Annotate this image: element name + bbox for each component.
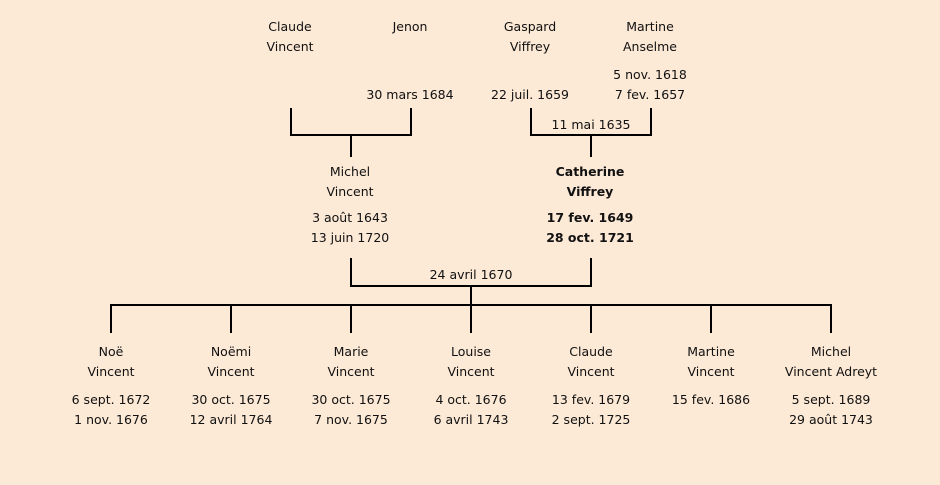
last-name: Anselme [622,39,678,54]
date: 6 avril 1743 [433,412,509,427]
person-grandparents[interactable]: Jenon 30 mars 1684 [350,17,470,105]
connector-line [290,108,292,136]
date: 2 sept. 1725 [551,412,631,427]
date: 30 oct. 1675 [311,392,391,407]
life-dates: 30 oct. 1675 12 avril 1764 [171,390,291,430]
connector-line [470,285,472,306]
last-name: Vincent [266,39,314,54]
last-name: Vincent [567,364,615,379]
last-name: Vincent [207,364,255,379]
connector-line [830,304,832,333]
life-dates: 17 fev. 1649 28 oct. 1721 [530,208,650,248]
connector-line [650,108,652,136]
connector-line [590,304,592,333]
first-name: Claude [569,344,613,359]
last-name: Viffrey [509,39,551,54]
life-dates: 30 oct. 1675 7 nov. 1675 [291,390,411,430]
life-dates: 3 août 1643 13 juin 1720 [290,208,410,248]
last-name: Vincent [687,364,735,379]
last-name: Vincent Adreyt [784,364,878,379]
date: 29 août 1743 [789,412,873,427]
date: 1 nov. 1676 [74,412,148,427]
date: 3 août 1643 [312,210,388,225]
life-dates: 5 sept. 1689 29 août 1743 [771,390,891,430]
last-name: Viffrey [566,184,614,199]
life-dates: 22 juil. 1659 [470,85,590,105]
date: 30 oct. 1675 [191,392,271,407]
date: 5 sept. 1689 [791,392,871,407]
date: 13 juin 1720 [310,230,390,245]
connector-line [410,108,412,136]
connector-line [530,108,532,136]
life-dates: 6 sept. 1672 1 nov. 1676 [51,390,171,430]
life-dates: 4 oct. 1676 6 avril 1743 [411,390,531,430]
date: 5 nov. 1618 [613,67,687,82]
connector-line [350,134,352,157]
life-dates: 5 nov. 1618 7 fev. 1657 [590,65,710,105]
connector-line [710,304,712,333]
first-name: Michel [810,344,852,359]
life-dates: 13 fev. 1679 2 sept. 1725 [531,390,651,430]
marriage-date: 24 avril 1670 [429,267,513,282]
date: 15 fev. 1686 [671,392,751,407]
connector-line [350,304,352,333]
connector-line [350,258,352,287]
date: 7 nov. 1675 [314,412,388,427]
first-name: Noëmi [210,344,252,359]
connector-line [230,304,232,333]
connector-line [590,134,592,157]
first-name: Noë [98,344,124,359]
life-dates: 30 mars 1684 [350,85,470,105]
last-name [350,37,470,57]
date: 30 mars 1684 [366,87,454,102]
connector-line [470,304,472,333]
first-name: Martine [626,19,674,34]
first-name: Claude [268,19,312,34]
last-name: Vincent [326,184,374,199]
date: 4 oct. 1676 [435,392,507,407]
date: 17 fev. 1649 [546,210,634,225]
date: 7 fev. 1657 [614,87,686,102]
date: 12 avril 1764 [189,412,273,427]
last-name: Vincent [447,364,495,379]
date: 28 oct. 1721 [546,230,634,245]
connector-line [590,258,592,287]
last-name: Vincent [87,364,135,379]
first-name: Louise [451,344,491,359]
first-name: Martine [687,344,735,359]
first-name: Catherine [555,164,625,179]
date: 13 fev. 1679 [551,392,631,407]
first-name: Gaspard [503,19,557,34]
last-name: Vincent [327,364,375,379]
first-name: Marie [333,344,369,359]
marriage-date: 11 mai 1635 [551,117,631,132]
first-name: Michel [329,164,371,179]
date: 6 sept. 1672 [71,392,151,407]
life-dates: 15 fev. 1686 [651,390,771,410]
connector-line [110,304,112,333]
date: 22 juil. 1659 [491,87,569,102]
first-name: Jenon [392,19,428,34]
